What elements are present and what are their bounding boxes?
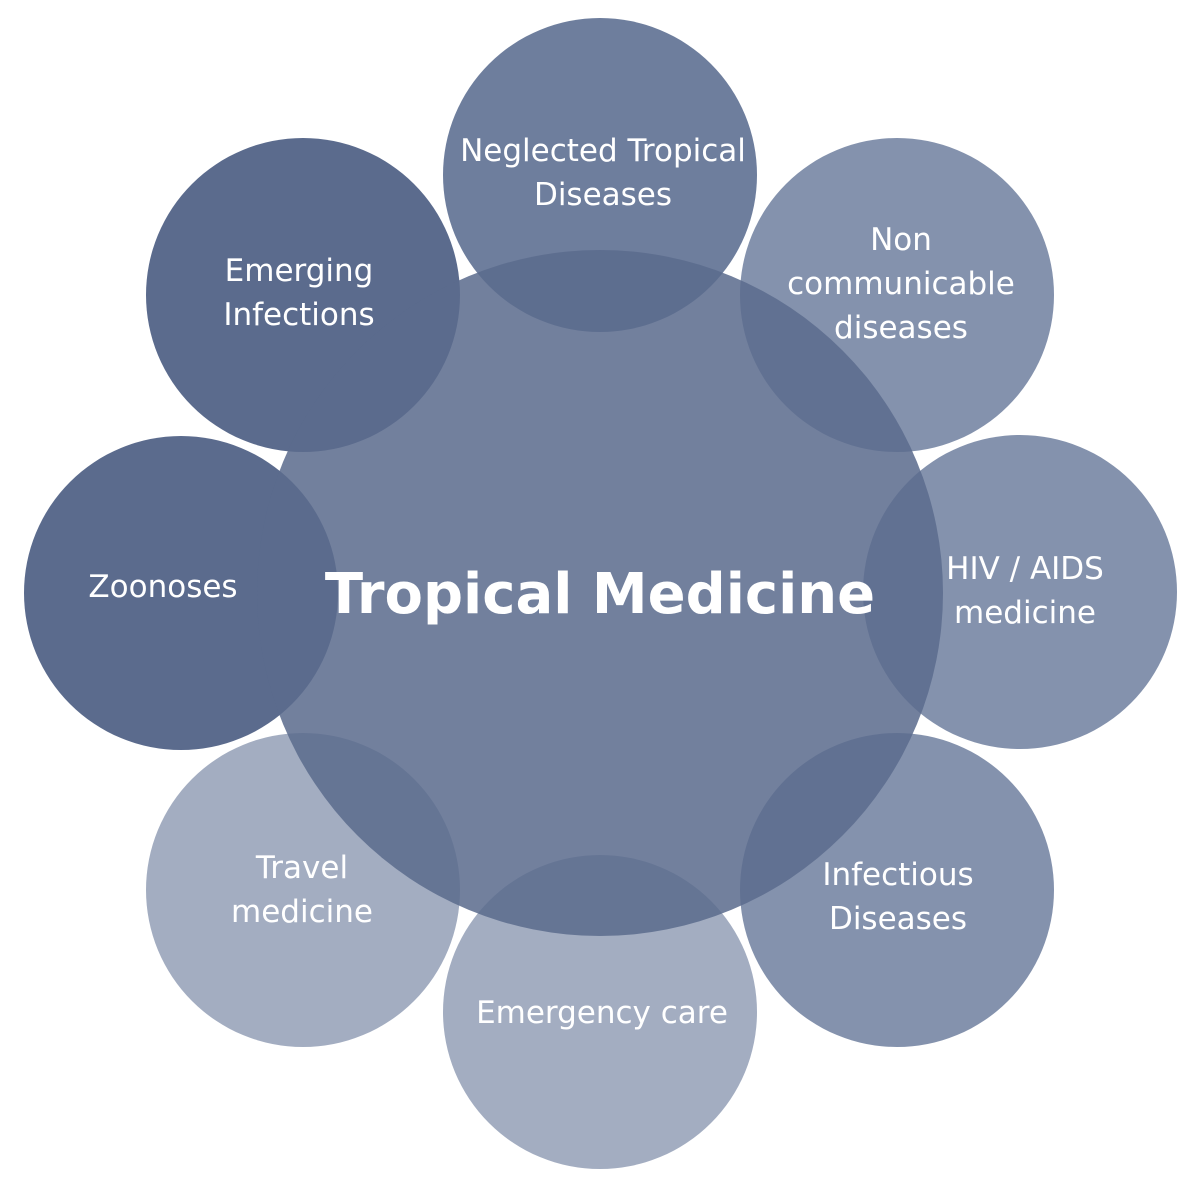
- label-line-emergency-care-0: Emergency care: [476, 995, 728, 1031]
- label-line-non-communicable-diseases-0: Non: [870, 222, 932, 258]
- label-travel-medicine: Travel medicine: [231, 850, 373, 930]
- label-line-hiv-aids-medicine-1: medicine: [954, 595, 1096, 631]
- label-line-non-communicable-diseases-1: communicable: [787, 266, 1015, 302]
- label-line-neglected-tropical-diseases-1: Diseases: [534, 177, 672, 213]
- center-circle: [257, 250, 943, 936]
- label-line-emerging-infections-0: Emerging: [225, 253, 374, 289]
- label-zoonoses: Zoonoses: [88, 569, 237, 605]
- label-emergency-care: Emergency care: [476, 995, 728, 1031]
- label-line-infectious-diseases-1: Diseases: [829, 901, 967, 937]
- label-line-hiv-aids-medicine-0: HIV / AIDS: [946, 551, 1104, 587]
- label-line-zoonoses-0: Zoonoses: [88, 569, 237, 605]
- label-line-travel-medicine-1: medicine: [231, 894, 373, 930]
- circle-zoonoses: [24, 436, 338, 750]
- label-line-emerging-infections-1: Infections: [223, 297, 374, 333]
- circle-emergency-care: [443, 855, 757, 1169]
- label-line-travel-medicine-0: Travel: [255, 850, 348, 886]
- label-non-communicable-diseases: Non communicable diseases: [787, 222, 1015, 346]
- label-hiv-aids-medicine: HIV / AIDS medicine: [946, 551, 1104, 631]
- label-line-infectious-diseases-0: Infectious: [822, 857, 973, 893]
- label-line-non-communicable-diseases-2: diseases: [834, 310, 968, 346]
- circle-hiv-aids-medicine: [863, 435, 1177, 749]
- label-line-neglected-tropical-diseases-0: Neglected Tropical: [460, 133, 746, 169]
- center-label: Tropical Medicine: [325, 562, 875, 627]
- circle-neglected-tropical-diseases: [443, 18, 757, 332]
